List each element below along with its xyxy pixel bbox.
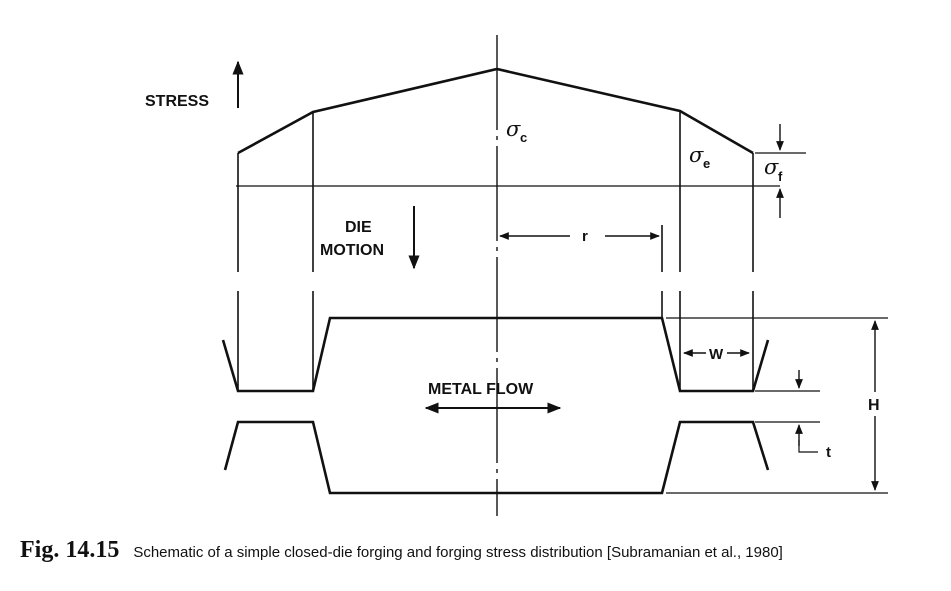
sigma-f-symbol: σ xyxy=(764,155,779,179)
stress-label: STRESS xyxy=(145,93,209,110)
w-label: W xyxy=(709,346,724,363)
forging-diagram: STRESS DIE MOTION METAL FLOW σ c σ e σ f… xyxy=(145,35,888,516)
motion-label: MOTION xyxy=(320,242,384,259)
caption-text: Schematic of a simple closed-die forging… xyxy=(133,544,783,561)
t-leader xyxy=(798,440,818,453)
sigma-f-subscript: f xyxy=(778,169,783,184)
die-label: DIE xyxy=(345,219,372,236)
t-label: t xyxy=(826,444,831,461)
figure-number: Fig. 14.15 xyxy=(20,537,120,563)
r-label: r xyxy=(582,228,588,245)
sigma-c-symbol: σ xyxy=(506,117,521,141)
sigma-e-symbol: σ xyxy=(689,143,704,167)
upper-die-profile xyxy=(221,316,770,393)
sigma-c-subscript: c xyxy=(520,130,527,145)
h-label: H xyxy=(868,397,880,414)
metal-flow-label: METAL FLOW xyxy=(428,381,534,398)
sigma-e-subscript: e xyxy=(703,156,710,171)
stress-distribution-curve xyxy=(237,67,754,155)
figure-caption: Fig. 14.15 Schematic of a simple closed-d… xyxy=(20,537,783,564)
lower-die-profile xyxy=(223,420,770,495)
